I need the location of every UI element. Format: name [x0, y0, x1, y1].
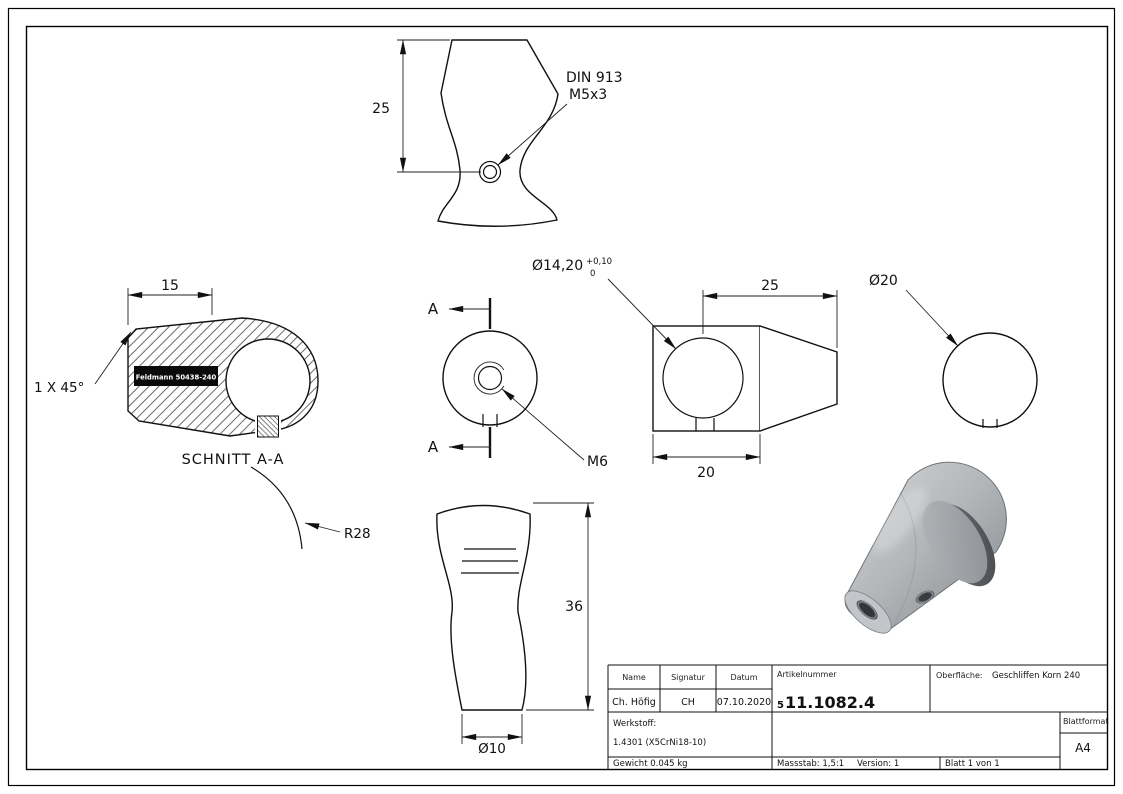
side-length-value: 25 — [761, 278, 779, 294]
label-m6: M6 — [501, 388, 608, 470]
chamfer-value: 1 X 45° — [34, 380, 84, 396]
part-3d-face — [844, 590, 892, 634]
dim-bottom-dia10: Ø10 — [461, 714, 523, 757]
dia20-value: Ø20 — [869, 273, 898, 289]
din913-line2: M5x3 — [569, 87, 607, 103]
title-block: Name Signatur Datum Ch. Höfig CH 07.10.2… — [607, 664, 1109, 770]
cut-plane-top: A — [428, 298, 492, 329]
cut-letter-bottom: A — [428, 438, 439, 456]
tb-version: Version: 1 — [857, 759, 899, 769]
view-front: 25 DIN 913 M5x3 — [372, 39, 623, 227]
tb-werkstoff-value: 1.4301 (X5CrNi18-10) — [613, 738, 706, 748]
dim-bottom-36: 36 — [526, 502, 594, 711]
dia1420-leader — [607, 278, 677, 350]
view-axial: A A M6 — [428, 298, 608, 470]
view-section: Feldmann 50438-240 15 1 X 45° SCHNITT A-… — [34, 278, 371, 550]
setscrew-section — [257, 415, 279, 438]
side-cone — [759, 325, 838, 432]
tb-werkstoff-label: Werkstoff: — [613, 719, 656, 729]
r28-value: R28 — [344, 526, 371, 542]
dim-section-width: 15 — [127, 278, 213, 325]
view-side: 25 20 Ø14,20 +0,10 0 — [532, 257, 838, 481]
tb-datum-value: 07.10.2020 — [717, 697, 771, 708]
tb-oberflaeche-value: Geschliffen Korn 240 — [992, 671, 1080, 681]
tb-oberflaeche-label: Oberfläche: — [936, 671, 983, 680]
label-dia1420: Ø14,20 +0,10 0 — [532, 257, 677, 350]
front-height-value: 25 — [372, 101, 390, 117]
section-stamp-text: Feldmann 50438-240 — [136, 374, 217, 382]
tb-artikel-label: Artikelnummer — [777, 670, 837, 679]
tb-name-label: Name — [622, 673, 646, 682]
bottom-dia-value: Ø10 — [478, 741, 506, 757]
dia1420-main: Ø14,20 — [532, 258, 583, 274]
cut-plane-bottom: A — [428, 427, 492, 458]
side-pocket-circle — [662, 337, 744, 419]
view-3d — [844, 461, 1007, 634]
front-outline — [437, 39, 559, 227]
view-end: Ø20 — [869, 273, 1038, 428]
din913-line1: DIN 913 — [566, 70, 623, 86]
dim-side-20: 20 — [652, 434, 761, 481]
side-body-value: 20 — [697, 465, 715, 481]
tb-blattformat-value: A4 — [1075, 741, 1091, 755]
dia1420-tol-upper: +0,10 — [586, 257, 612, 267]
title-block-grid — [607, 664, 1108, 770]
chamfer-leader — [94, 331, 132, 385]
section-width-value: 15 — [161, 278, 179, 294]
part-3d-side-hole — [915, 590, 935, 604]
label-din913: DIN 913 M5x3 — [497, 70, 623, 166]
r28-leader — [304, 522, 341, 533]
tb-blattformat-label: Blattformat — [1063, 717, 1109, 726]
din913-leader — [497, 103, 568, 166]
tb-signatur-label: Signatur — [671, 673, 706, 682]
tb-datum-label: Datum — [730, 673, 757, 682]
tb-artikel-number: 11.1082.4 — [785, 693, 875, 712]
drawing-frame-inner — [25, 25, 1109, 771]
part-3d-highlight — [873, 487, 927, 553]
view-bottom: 36 Ø10 — [436, 502, 594, 757]
tb-massstab: Massstab: 1,5:1 — [777, 759, 844, 769]
tb-signatur-value: CH — [681, 697, 695, 708]
drawing-frame-outer — [7, 7, 1116, 787]
dia1420-tol-lower: 0 — [590, 269, 595, 279]
label-dia20: Ø20 — [869, 273, 959, 347]
cut-letter-top: A — [428, 300, 439, 318]
dim-front-height: 25 — [372, 39, 481, 173]
m6-leader — [501, 388, 585, 461]
r28-arc — [250, 466, 303, 550]
part-3d-pocket-rim — [922, 500, 988, 584]
dim-side-25: 25 — [702, 278, 838, 348]
dia20-leader — [905, 289, 959, 347]
end-circle — [942, 332, 1038, 428]
m6-value: M6 — [587, 454, 608, 470]
setscrew-hole-inner — [482, 164, 498, 180]
thread-major-arc — [473, 361, 505, 395]
tb-artikel-prefix: 5 — [777, 700, 784, 711]
tb-blatt: Blatt 1 von 1 — [945, 759, 1000, 769]
bottom-outline — [436, 504, 531, 711]
thread-minor-circle — [477, 365, 503, 391]
label-r28: R28 — [250, 466, 371, 550]
label-chamfer: 1 X 45° — [34, 331, 132, 396]
bottom-height-value: 36 — [565, 599, 583, 615]
section-title: SCHNITT A-A — [182, 452, 285, 468]
section-stamp-box — [134, 366, 218, 386]
tb-gewicht: Gewicht 0.045 kg — [613, 759, 688, 769]
axial-outer-circle — [442, 330, 538, 426]
tb-name-value: Ch. Höfig — [612, 697, 656, 708]
